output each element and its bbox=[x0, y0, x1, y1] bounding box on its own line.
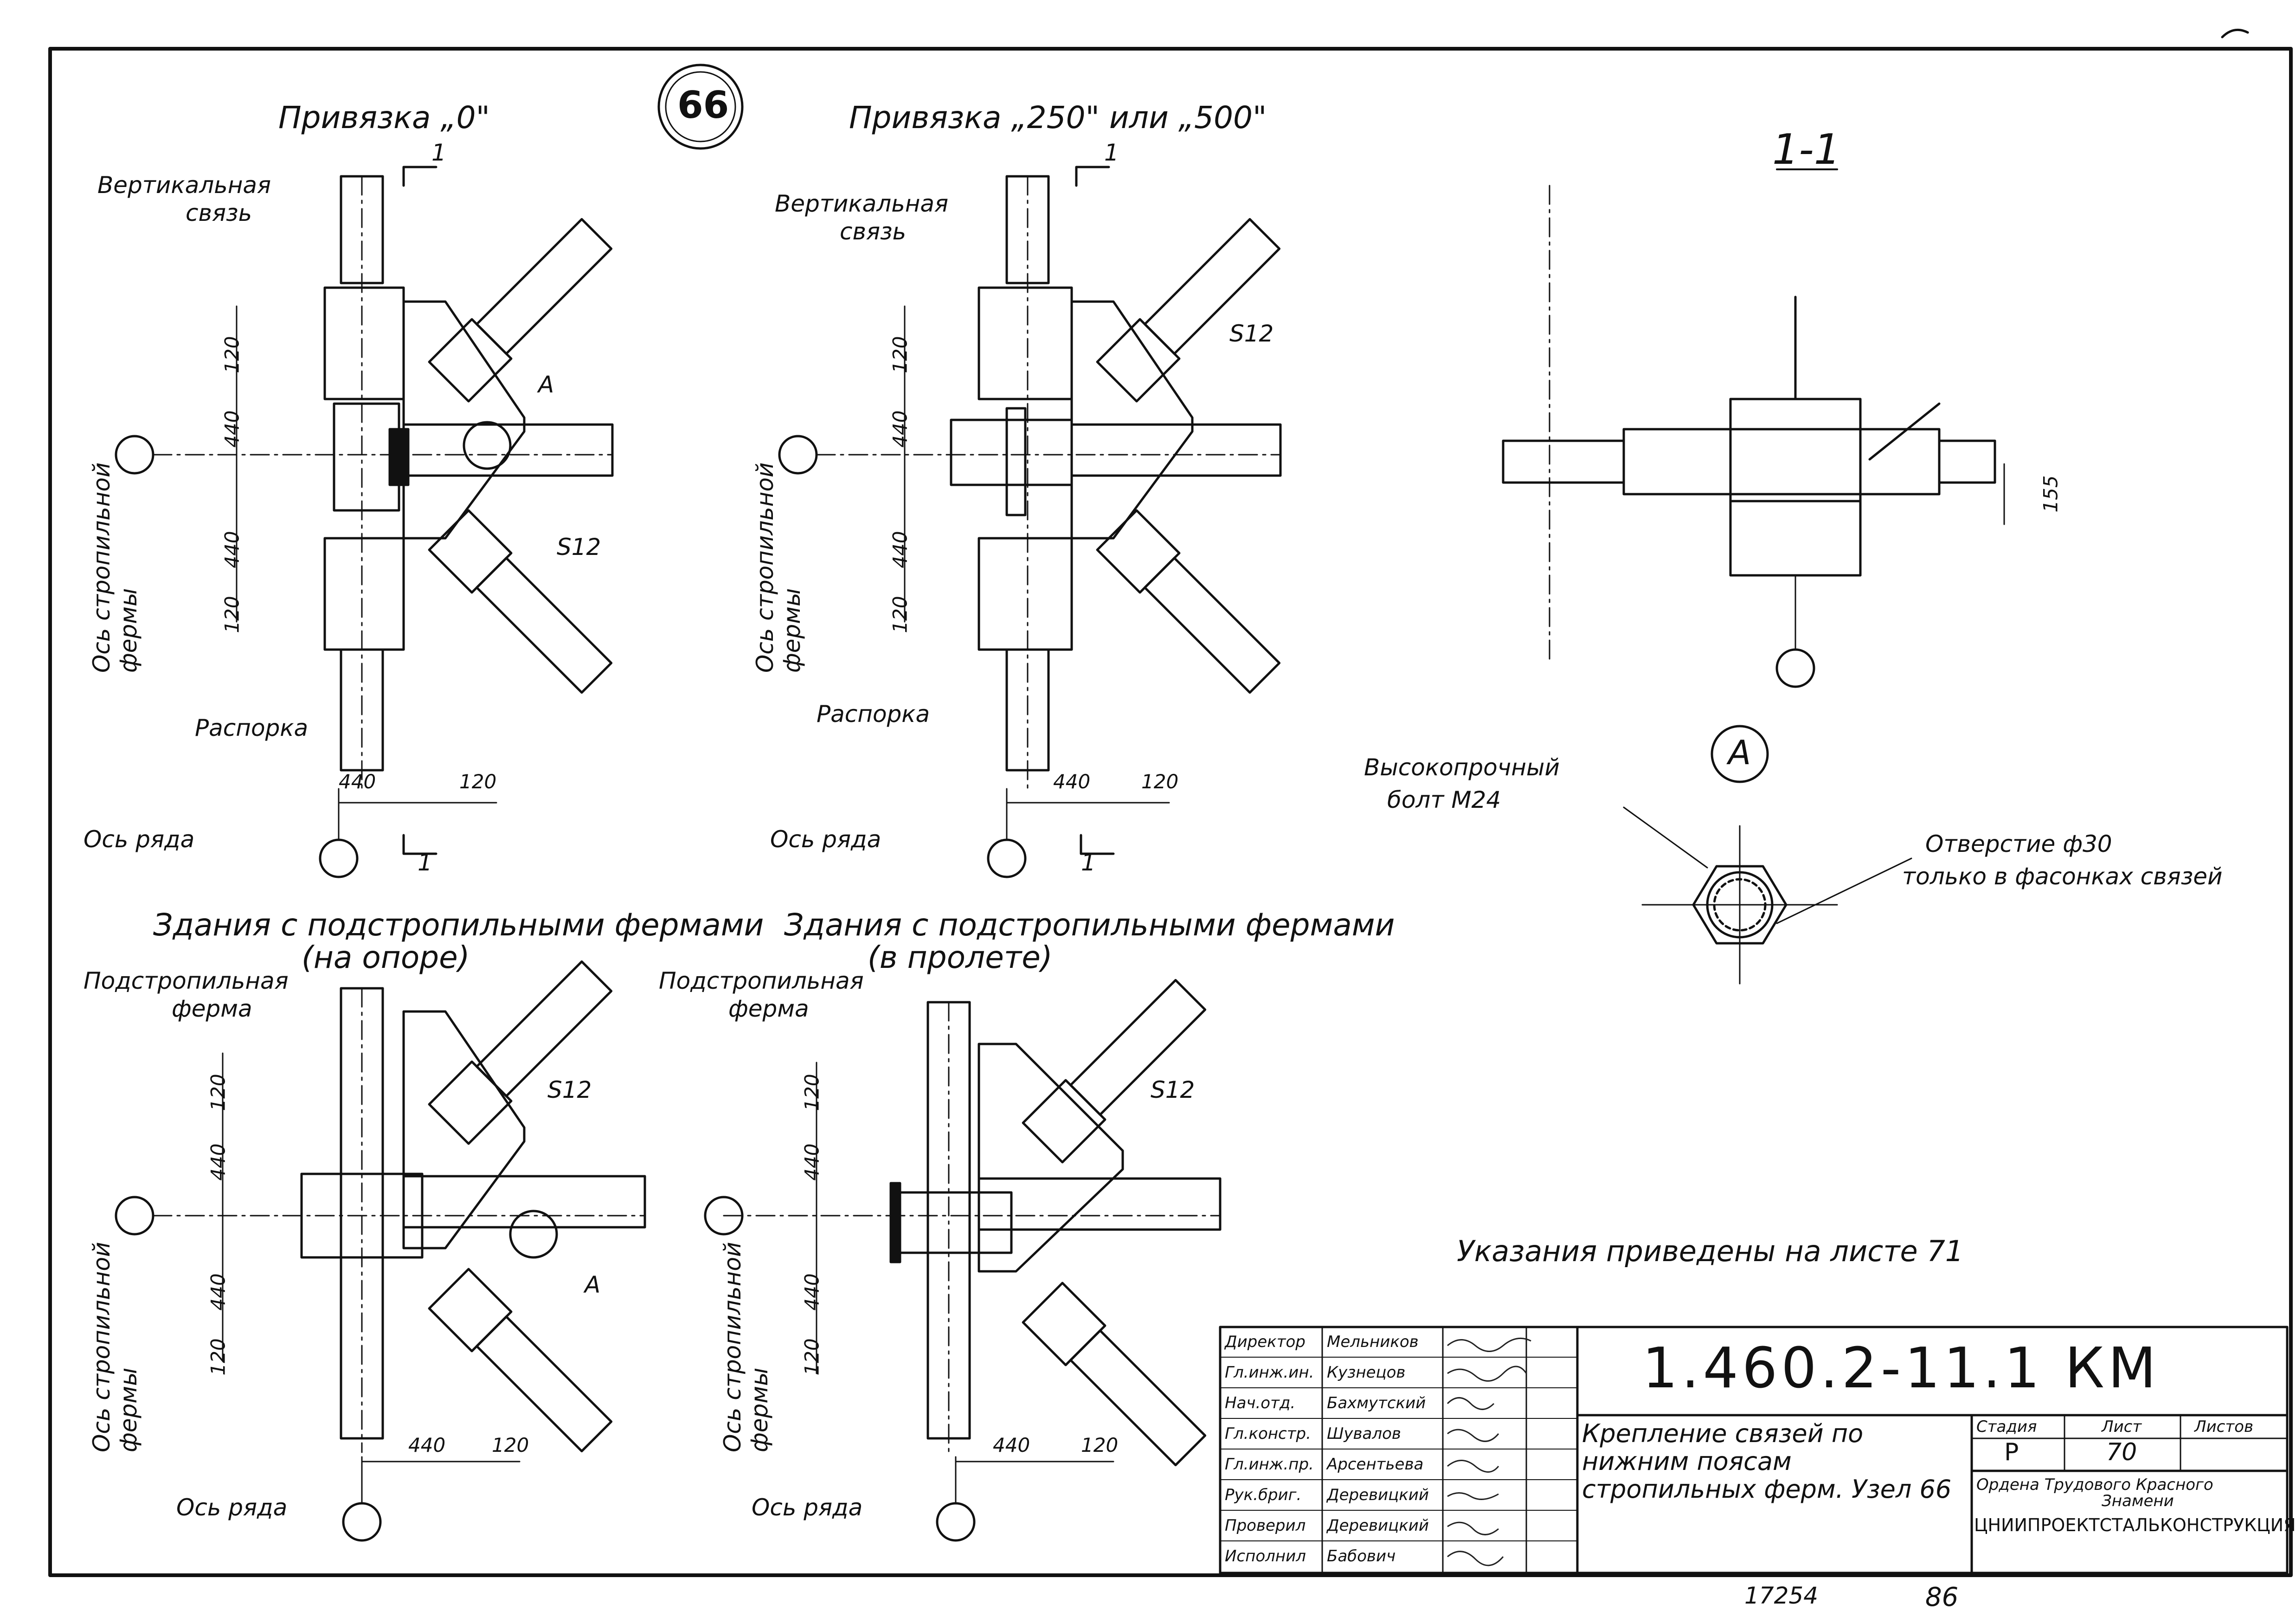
label-gusset-tl-1: S12 bbox=[557, 534, 601, 560]
label-row-axis-tl: Ось ряда bbox=[84, 826, 195, 853]
stage-value: Р bbox=[2004, 1438, 2019, 1466]
role-5: Рук.бриг. bbox=[1225, 1486, 1302, 1504]
stage-header: Стадия bbox=[1976, 1417, 2037, 1436]
role-3: Гл.констр. bbox=[1225, 1424, 1311, 1443]
title-tl: Привязка „0" bbox=[278, 100, 490, 135]
node-tl bbox=[115, 166, 614, 878]
label-section-mark-tr-2: 1 bbox=[1081, 849, 1096, 876]
sheets-header: Листов bbox=[2194, 1417, 2254, 1436]
title-br-1: Здания с подстропильными фермами bbox=[784, 907, 1395, 943]
dim-br-440-h: 440 bbox=[993, 1434, 1030, 1456]
role-7: Исполнил bbox=[1225, 1547, 1306, 1565]
label-hole-1: Отверстие ф30 bbox=[1925, 831, 2112, 857]
label-subtruss-bl-1: Подстропильная bbox=[84, 967, 289, 994]
label-vertical-brace-tl-1: Вертикальная bbox=[97, 172, 271, 199]
section-1-1 bbox=[1502, 185, 2005, 688]
name-3: Шувалов bbox=[1327, 1424, 1401, 1443]
archive-number: 17254 bbox=[1744, 1582, 1819, 1609]
label-gusset-tr: S12 bbox=[1229, 320, 1274, 347]
role-6: Проверил bbox=[1225, 1516, 1306, 1535]
name-4: Арсентьева bbox=[1327, 1455, 1424, 1474]
name-7: Бабович bbox=[1327, 1547, 1396, 1565]
label-row-axis-br: Ось ряда bbox=[752, 1494, 863, 1521]
page-number: 86 bbox=[1925, 1582, 1959, 1612]
detail-a bbox=[1623, 725, 1912, 985]
label-subtruss-bl-2: ферма bbox=[172, 995, 252, 1022]
label-strut-tl: Распорка bbox=[195, 715, 309, 741]
role-2: Нач.отд. bbox=[1225, 1394, 1296, 1412]
org-name: ЦНИИПРОЕКТСТАЛЬКОНСТРУКЦИЯ bbox=[1974, 1515, 2296, 1535]
title-tr: Привязка „250" или „500" bbox=[849, 100, 1267, 135]
note-text: Указания приведены на листе 71 bbox=[1457, 1234, 1964, 1268]
title-bl-2: (на опоре) bbox=[302, 940, 470, 975]
title-bl-1: Здания с подстропильными фермами bbox=[153, 907, 764, 943]
label-subtruss-br-1: Подстропильная bbox=[659, 967, 864, 994]
drawing-title: Крепление связей по нижним поясам стропи… bbox=[1582, 1419, 1952, 1504]
name-0: Мельников bbox=[1327, 1333, 1419, 1351]
label-vertical-brace-tl-2: связь bbox=[186, 200, 252, 226]
name-5: Деревицкий bbox=[1327, 1486, 1429, 1504]
label-vertical-brace-tr-1: Вертикальная bbox=[775, 190, 949, 217]
role-0: Директор bbox=[1225, 1333, 1306, 1351]
label-detail-a-bl: А bbox=[585, 1271, 601, 1298]
role-4: Гл.инж.пр. bbox=[1225, 1455, 1314, 1474]
title-br-2: (в пролете) bbox=[868, 940, 1053, 975]
org-line-2: Знамени bbox=[2102, 1492, 2174, 1510]
dim-tr-440-h: 440 bbox=[1053, 770, 1091, 793]
sheet-frame bbox=[48, 47, 2293, 1577]
node-mark-circle bbox=[657, 64, 744, 150]
drawing-code: 1.460.2-11.1 КМ bbox=[1642, 1336, 2160, 1401]
dim-tl-440-h: 440 bbox=[339, 770, 376, 793]
dim-tl-120-h: 120 bbox=[459, 770, 497, 793]
dim-bl-440-h: 440 bbox=[408, 1434, 446, 1456]
label-section-mark-tl-2: 1 bbox=[418, 849, 432, 876]
sheet-header: Лист bbox=[2102, 1417, 2142, 1436]
node-bl bbox=[115, 960, 646, 1542]
label-gusset-bl: S12 bbox=[547, 1076, 592, 1103]
label-vertical-brace-tr-2: связь bbox=[840, 218, 907, 245]
label-gusset-br: S12 bbox=[1151, 1076, 1195, 1103]
name-2: Бахмутский bbox=[1327, 1394, 1426, 1412]
label-section-mark-tl-1: 1 bbox=[431, 139, 446, 166]
node-tr bbox=[778, 166, 1282, 878]
label-row-axis-bl: Ось ряда bbox=[176, 1494, 288, 1521]
detail-mark: А bbox=[1728, 733, 1751, 772]
name-6: Деревицкий bbox=[1327, 1516, 1429, 1535]
node-mark: 66 bbox=[677, 84, 729, 127]
title-block-grid bbox=[1219, 1326, 2289, 1574]
node-br bbox=[704, 979, 1222, 1542]
label-hole-2: только в фасонках связей bbox=[1902, 863, 2223, 890]
label-bolt-1: Высокопрочный bbox=[1364, 754, 1560, 781]
label-subtruss-br-2: ферма bbox=[728, 995, 809, 1022]
section-title: 1-1 bbox=[1772, 125, 1840, 174]
label-row-axis-tr: Ось ряда bbox=[770, 826, 881, 853]
label-detail-a-tl: А bbox=[538, 371, 554, 398]
name-1: Кузнецов bbox=[1327, 1363, 1406, 1382]
corner-mark bbox=[2221, 28, 2249, 39]
label-section-mark-tr-1: 1 bbox=[1104, 139, 1119, 166]
role-1: Гл.инж.ин. bbox=[1225, 1363, 1314, 1382]
org-line-1: Ордена Трудового Красного bbox=[1976, 1475, 2213, 1494]
label-strut-tr: Распорка bbox=[817, 701, 930, 728]
sheet-value: 70 bbox=[2106, 1438, 2137, 1466]
dim-bl-120-h: 120 bbox=[492, 1434, 529, 1456]
dim-br-120-h: 120 bbox=[1081, 1434, 1119, 1456]
dim-tr-120-h: 120 bbox=[1141, 770, 1179, 793]
label-bolt-2: болт М24 bbox=[1387, 786, 1501, 813]
